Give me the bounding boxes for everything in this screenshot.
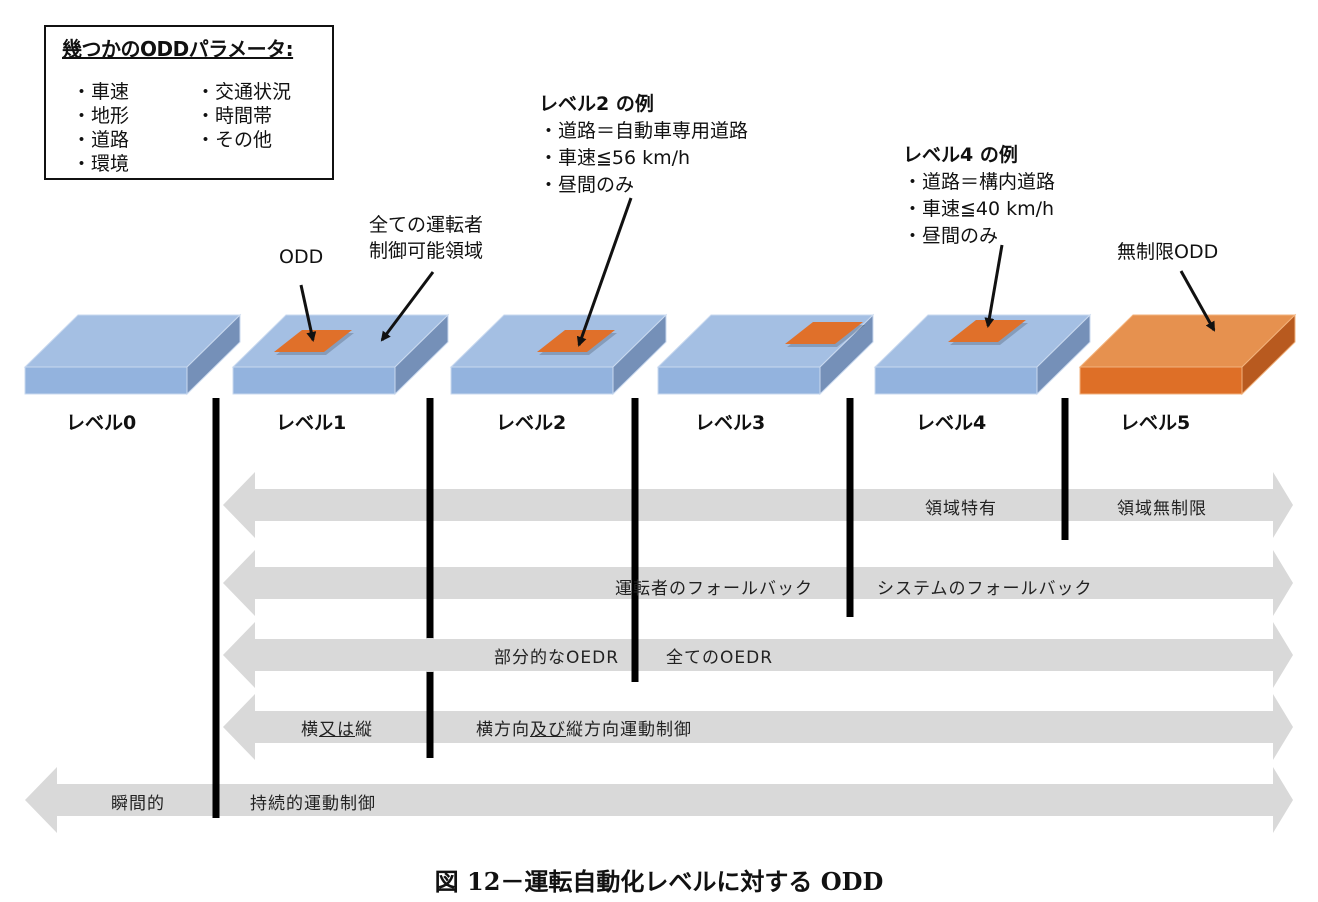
level-label-4: レベル4 [916, 412, 987, 434]
spectrum-arrow-3 [223, 622, 1293, 688]
level-dividers [212, 398, 1069, 818]
parameter-item: ・車速 [72, 81, 130, 103]
level4-example-pointer-arrow [984, 244, 1004, 328]
level4-example-title: レベル4 の例 [903, 144, 1018, 166]
arrow2-left-label: 運転者のフォールバック [615, 579, 813, 599]
odd-patch-level-3 [785, 322, 863, 344]
level2-example-line: ・道路＝自動車専用道路 [539, 120, 749, 142]
arrow5-left-label: 瞬間的 [111, 794, 165, 814]
level-label-2: レベル2 [496, 412, 567, 434]
level-label-5: レベル5 [1120, 412, 1191, 434]
level-label-3: レベル3 [695, 412, 766, 434]
box-side-face [186, 313, 241, 396]
arrow4-left-pre: 横 [301, 720, 319, 740]
box-front-face [232, 366, 396, 395]
level4-example-line: ・昼間のみ [903, 225, 999, 247]
level-boxes [23, 313, 1297, 396]
box-side-face [1036, 313, 1091, 396]
all-driver-area-line1: 全ての運転者 [369, 214, 484, 236]
level-box-0 [23, 313, 242, 396]
odd-patch-level-2 [537, 330, 615, 352]
unlimited-odd-callout: 無制限ODD [1117, 241, 1219, 263]
odd-pointer-arrow [299, 284, 317, 342]
level-label-0: レベル0 [66, 412, 137, 434]
parameter-item: ・地形 [72, 105, 130, 127]
level-divider-0 [212, 398, 220, 818]
box-side-face [1241, 313, 1296, 396]
odd-callout: ODD [279, 246, 324, 268]
parameter-item: ・環境 [72, 153, 130, 175]
box-front-face [1079, 366, 1243, 395]
arrow2-right-label: システムのフォールバック [877, 579, 1093, 599]
level-divider-1 [426, 398, 434, 758]
level4-example-line: ・車速≦40 km/h [903, 198, 1055, 220]
arrow1-left-label: 領域特有 [925, 499, 997, 519]
arrow3-left-label: 部分的なOEDR [494, 648, 620, 668]
spectrum-arrow-4 [223, 694, 1293, 760]
box-front-face [450, 366, 614, 395]
level2-example-line: ・車速≦56 km/h [539, 147, 691, 169]
box-front-face [657, 366, 821, 395]
level2-example: レベル2 の例 ・道路＝自動車専用道路 ・車速≦56 km/h ・昼間のみ [539, 89, 748, 197]
all-driver-area-line2: 制御可能領域 [369, 240, 484, 262]
spectrum-arrow-1 [223, 472, 1293, 538]
level-divider-2 [631, 398, 639, 682]
driver-area-pointer-arrow [380, 271, 435, 342]
parameter-item: ・道路 [72, 129, 130, 151]
level-divider-4 [1061, 398, 1069, 540]
spectrum-arrow-2 [223, 550, 1293, 616]
callout-pointers [299, 197, 1216, 347]
parameter-item: ・時間帯 [196, 105, 273, 127]
level-box-1 [231, 313, 450, 396]
level-box-5 [1078, 313, 1297, 396]
all-driver-area-callout: 全ての運転者 制御可能領域 [369, 212, 483, 264]
level2-example-line: ・昼間のみ [539, 174, 635, 196]
unlimited-odd-pointer-arrow [1179, 270, 1216, 332]
arrow4-left-post: 縦 [355, 720, 373, 740]
spectrum-arrows [25, 472, 1293, 833]
parameters-title: 幾つかのODDパラメータ: [62, 37, 294, 61]
box-front-face [24, 366, 188, 395]
arrow3-right-label: 全てのOEDR [666, 648, 774, 668]
box-front-face [874, 366, 1038, 395]
divider-gap [426, 638, 434, 672]
box-side-face [612, 313, 667, 396]
arrow4-right-pre: 横方向 [476, 720, 530, 740]
level-label-1: レベル1 [276, 412, 347, 434]
arrow4-right-post: 縦方向運動制御 [566, 720, 692, 740]
box-side-face [394, 313, 449, 396]
odd-parameters-box: 幾つかのODDパラメータ: ・車速 ・地形 ・道路 ・環境 ・交通状況 ・時間帯… [44, 25, 334, 180]
arrow4-right-and: 及び [530, 720, 566, 740]
level4-example-line: ・道路＝構内道路 [903, 171, 1056, 193]
level2-example-pointer-arrow [576, 197, 633, 347]
arrow4-left-label: 横又は縦 [301, 715, 373, 740]
box-side-face [819, 313, 874, 396]
spectrum-arrow-5 [25, 767, 1293, 833]
level-divider-3 [846, 398, 854, 617]
level4-example: レベル4 の例 ・道路＝構内道路 ・車速≦40 km/h ・昼間のみ [903, 140, 1055, 248]
parameter-item: ・その他 [196, 129, 273, 151]
arrow5-right-label: 持続的運動制御 [250, 794, 376, 814]
odd-patch-level-4 [948, 320, 1026, 342]
figure-caption: 図 12－運転自動化レベルに対する ODD [434, 867, 884, 896]
parameter-item: ・交通状況 [196, 81, 292, 103]
arrow1-right-label: 領域無制限 [1117, 499, 1207, 519]
arrow4-left-or: 又は [319, 720, 355, 740]
arrow4-right-label: 横方向及び縦方向運動制御 [476, 715, 692, 740]
level2-example-title: レベル2 の例 [539, 93, 654, 115]
